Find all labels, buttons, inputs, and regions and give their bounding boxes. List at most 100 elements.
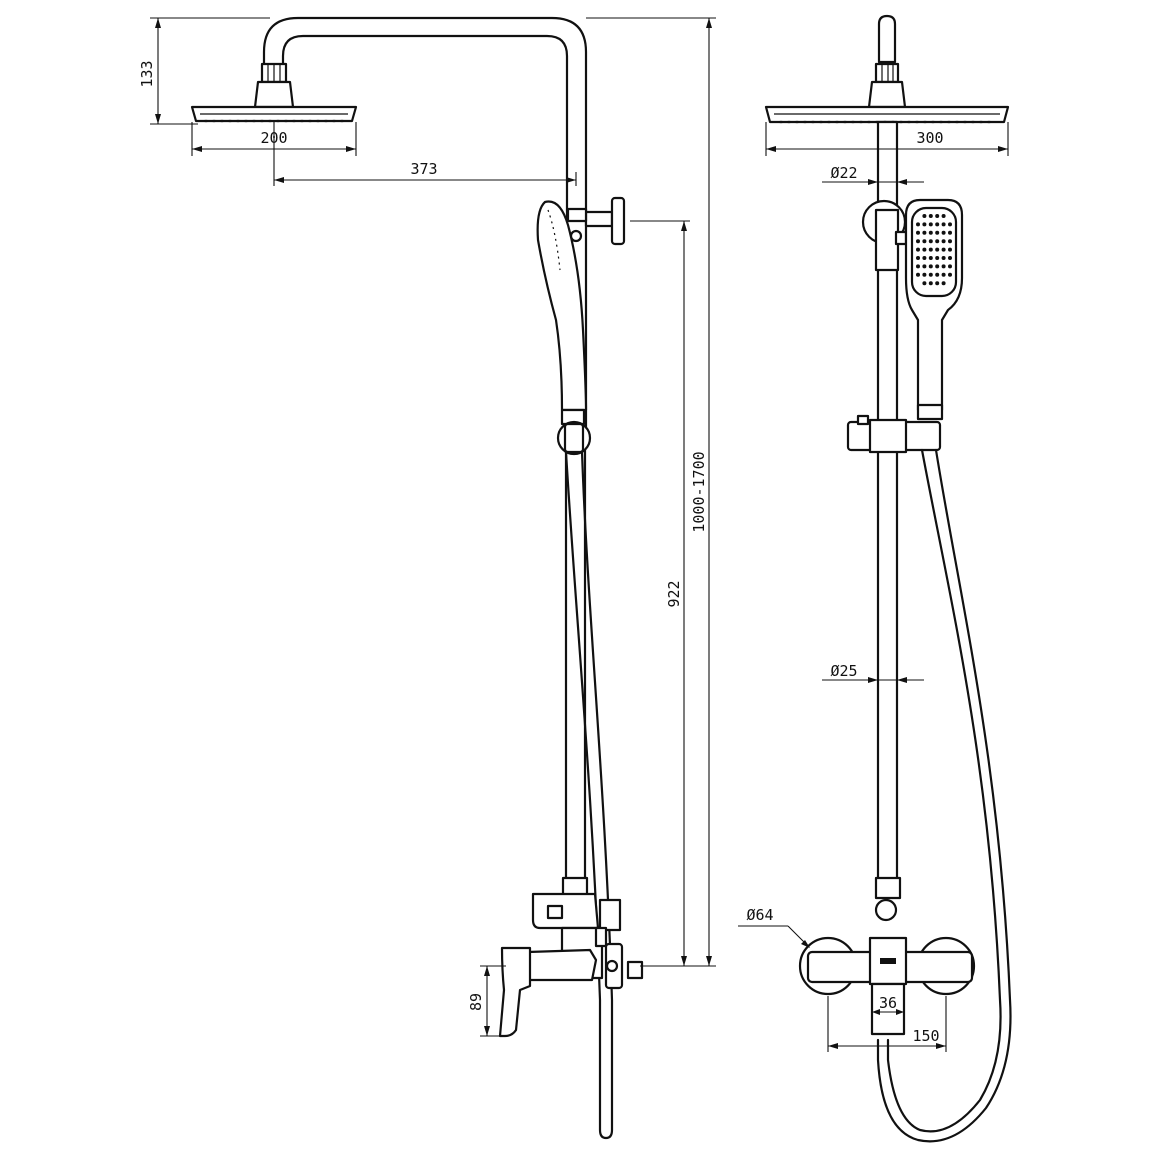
bath-spout-side (526, 948, 598, 982)
dim-arrow (872, 1009, 880, 1015)
diverter-knob (546, 904, 564, 920)
dim-label-mixer-to-holder: 922 (665, 580, 683, 607)
nozzle-dot (922, 239, 927, 244)
nozzle-dot (922, 214, 927, 218)
dim-arrow (868, 677, 878, 683)
bracket-arm-front (894, 230, 908, 246)
hand-shower-grip-end-front (916, 403, 944, 421)
nozzle-dot (935, 264, 940, 269)
nozzle-dot (916, 230, 920, 235)
nozzle-dot (941, 230, 946, 235)
nozzle-dot (922, 272, 927, 277)
dim-arrow (896, 1009, 904, 1015)
dim-arrow (998, 146, 1008, 152)
dim-arrow (706, 956, 712, 966)
hand-shower-face (910, 206, 958, 298)
nozzle-dot (916, 256, 920, 260)
bracket-collar (566, 207, 588, 223)
mixer-connector (594, 926, 608, 948)
front-view (764, 14, 1012, 1143)
dim-arrow (868, 179, 878, 185)
nozzle-dot (935, 256, 940, 260)
dim-arrow (681, 221, 687, 231)
dim-arrow (155, 18, 161, 28)
nozzle-dot (948, 239, 952, 244)
diverter-knob-front (874, 898, 898, 922)
nozzle-dot (928, 272, 933, 277)
dim-arrow (681, 956, 687, 966)
front-dimensions: 300 Ø22 Ø25 Ø64 36 150 (738, 122, 1009, 1052)
wall-bracket-top (584, 210, 614, 228)
nozzle-dot (928, 247, 933, 252)
head-neck-front (867, 80, 907, 109)
mixer-logo (880, 958, 896, 964)
nozzle-dot (935, 272, 940, 277)
side-dimensions: 133 200 373 1000-1700 922 89 (138, 17, 716, 1037)
nozzle-dot (922, 281, 927, 286)
nozzle-dot (928, 256, 933, 260)
nozzle-dot (916, 264, 920, 269)
nozzle-dot (948, 256, 952, 260)
nozzle-dot (928, 230, 933, 235)
dim-arrow (936, 1043, 946, 1049)
diverter-body (531, 892, 600, 930)
hand-shower-nozzles (547, 209, 561, 271)
nozzle-dot (916, 239, 920, 244)
nozzle-dot (928, 222, 933, 227)
nozzle-dot (922, 256, 927, 260)
nozzle-dot (916, 222, 920, 227)
overhead-arm-front (877, 14, 897, 64)
nozzle-dot (928, 214, 933, 218)
dim-arrow (828, 1043, 838, 1049)
nozzle-dot (941, 256, 946, 260)
slide-holder-knob (856, 414, 870, 426)
dim-arrow (897, 179, 907, 185)
nozzle-dot (916, 272, 920, 277)
nozzle-dot (928, 281, 933, 286)
dim-arrow (346, 146, 356, 152)
nozzle-dot (935, 239, 940, 244)
dim-label-arm-reach: 373 (410, 160, 437, 178)
nozzle-dot (948, 264, 952, 269)
nozzle-dot (941, 247, 946, 252)
slide-holder-clip (563, 422, 585, 454)
dim-arrow (801, 940, 810, 948)
nozzle-dot (922, 222, 927, 227)
nozzle-dot (922, 230, 927, 235)
dim-arrow (897, 677, 907, 683)
dim-arrow (274, 177, 284, 183)
flange-screw (605, 959, 619, 973)
shower-hose-side (564, 450, 614, 1140)
dim-arrow (484, 1026, 490, 1036)
nozzle-dot (948, 222, 952, 227)
wall-flange-upper (598, 898, 622, 932)
dim-label-head-width-front: 300 (916, 129, 943, 147)
dim-arrow (566, 177, 576, 183)
nozzle-dot (935, 222, 940, 227)
dim-arrow (155, 114, 161, 124)
head-neck (253, 80, 295, 109)
bracket-clip-front (874, 208, 900, 272)
nozzle-dot (935, 247, 940, 252)
nozzle-dot (948, 272, 952, 277)
dim-label-lever-height: 89 (467, 993, 485, 1011)
nozzle-dot (935, 281, 940, 286)
nozzle-dot (941, 272, 946, 277)
nozzle-dot (941, 214, 946, 218)
nozzle-dot (935, 230, 940, 235)
nozzle-dot (928, 264, 933, 269)
side-view (190, 16, 644, 1140)
dim-label-pipe-lower-dia: Ø25 (830, 662, 857, 680)
nozzle-dot (948, 247, 952, 252)
head-connector-nut-front (874, 62, 900, 84)
wall-bracket-top-flange (610, 196, 626, 246)
mixer-lever-side (498, 946, 532, 1038)
nozzle-dot (941, 239, 946, 244)
nozzle-dot (941, 222, 946, 227)
nozzle-dot (928, 239, 933, 244)
shower-hose-front (886, 448, 1002, 1133)
rail-bottom-collar-front (874, 876, 902, 900)
dim-label-pipe-upper-dia: Ø22 (830, 164, 857, 182)
dim-arrow (706, 18, 712, 28)
